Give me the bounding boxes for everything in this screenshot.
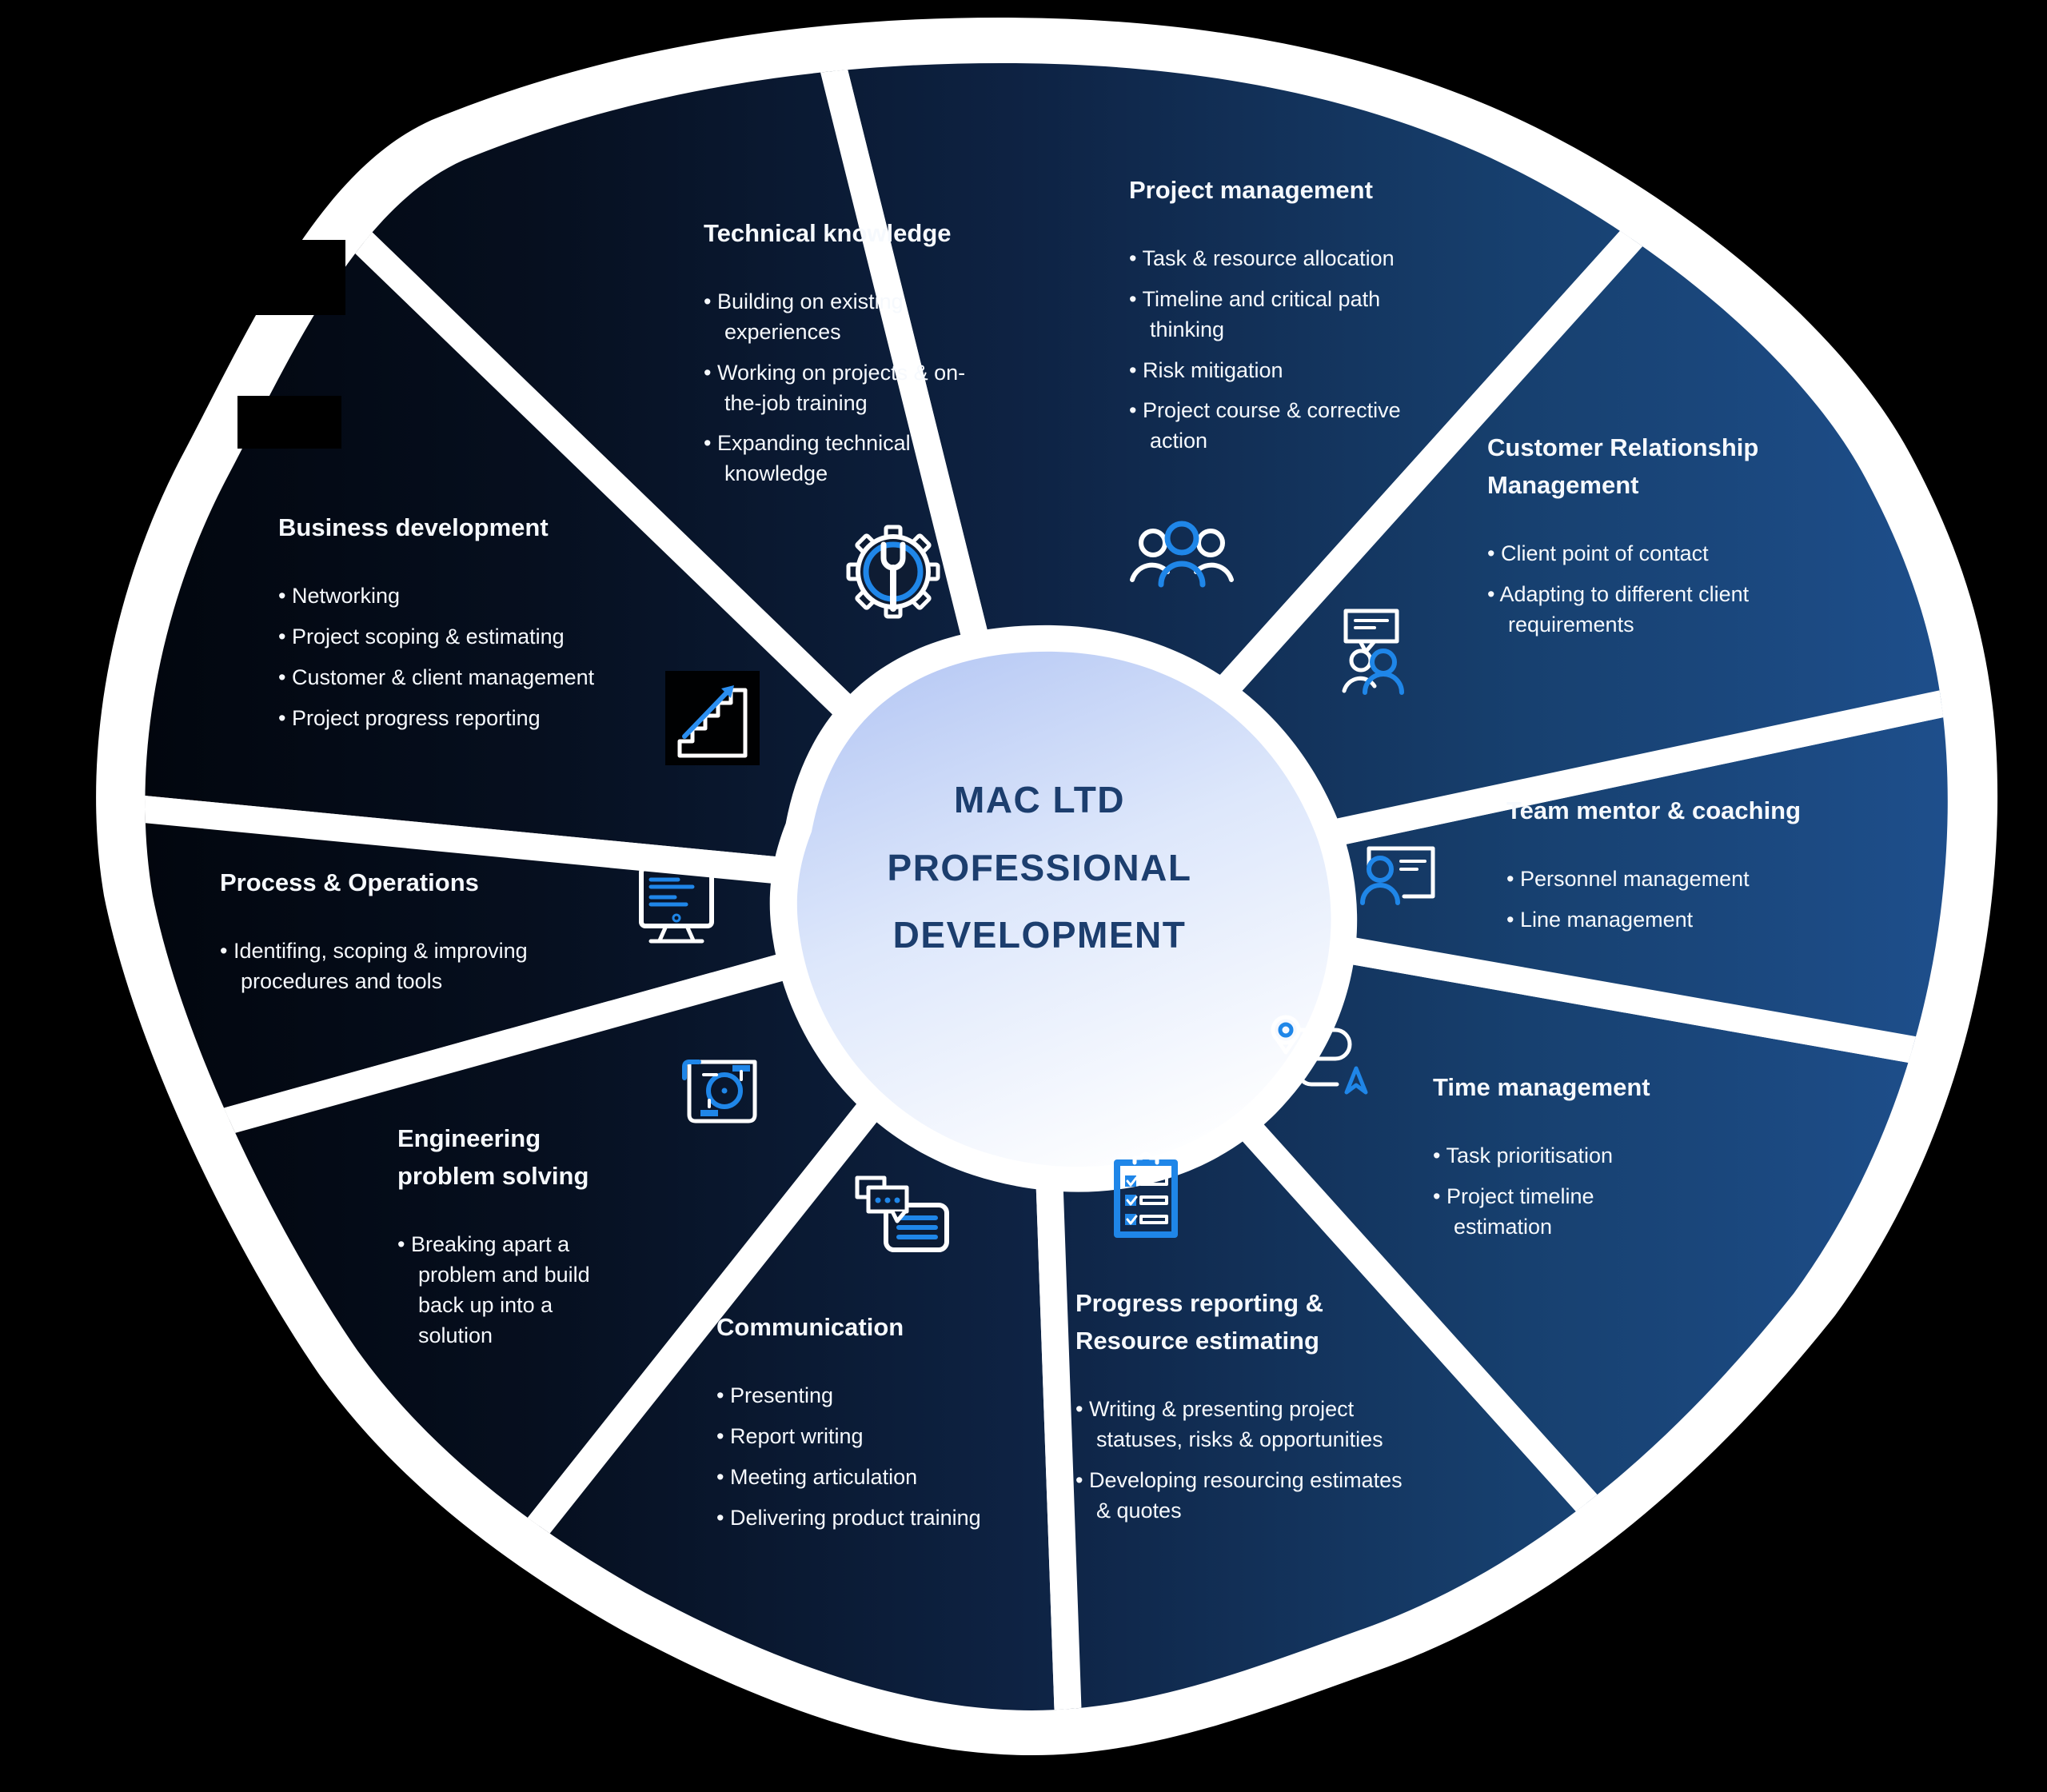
bullet-item: Breaking apart a problem and build back … [397, 1230, 625, 1351]
bullet-item: Presenting [716, 1381, 988, 1411]
bullet-item: Line management [1506, 905, 1922, 936]
bullet-item: Meeting articulation [716, 1463, 988, 1493]
bullet-item: Writing & presenting project statuses, r… [1075, 1395, 1419, 1455]
bullet-item: Report writing [716, 1422, 988, 1452]
route-pin-icon [1271, 1015, 1368, 1095]
monitor-code-icon [639, 866, 714, 944]
bullet-item: Project progress reporting [278, 704, 710, 734]
bullet-item: Task & resource allocation [1129, 244, 1417, 274]
bullet-item: Project course & corrective action [1129, 396, 1417, 457]
segment-communication: Communication Presenting Report writing … [716, 1308, 988, 1543]
redaction-patch [217, 240, 345, 315]
bullet-item: Networking [278, 581, 710, 612]
checklist-clipboard-icon [1114, 1151, 1178, 1238]
gear-wrench-icon [846, 525, 940, 619]
bullet-item: Delivering product training [716, 1503, 988, 1534]
presenter-board-icon [1360, 846, 1435, 905]
bullet-item: Adapting to different client requirement… [1487, 580, 1791, 641]
bullet-item: Client point of contact [1487, 539, 1791, 569]
bullet-item: Working on projects & on-the-job trainin… [704, 358, 968, 419]
segment-title: Time management [1433, 1073, 1650, 1101]
bullet-item: Identifing, scoping & improving procedur… [220, 936, 604, 997]
chat-bubbles-icon [855, 1175, 949, 1252]
segment-time-management: Time management Task prioritisation Proj… [1433, 1068, 1697, 1253]
bullet-item: Developing resourcing estimates & quotes [1075, 1466, 1419, 1527]
segment-team-mentor-coaching: Team mentor & coaching Personnel managem… [1506, 792, 1922, 946]
bullet-item: Risk mitigation [1129, 356, 1417, 386]
segment-title: Communication [716, 1313, 904, 1341]
chat-people-icon [1342, 609, 1404, 695]
bullet-item: Building on existing experiences [704, 287, 968, 348]
segment-title: Engineering problem solving [397, 1124, 589, 1191]
bullet-item: Personnel management [1506, 864, 1922, 895]
segment-business-development: Business development Networking Project … [278, 509, 710, 744]
segment-title: Technical knowledge [704, 219, 952, 247]
segment-title: Team mentor & coaching [1506, 796, 1802, 824]
segment-wedge-customer-relationship-management [1001, 62, 1948, 918]
segment-title: Process & Operations [220, 868, 479, 896]
segment-title: Business development [278, 513, 549, 541]
team-icon [1130, 521, 1234, 588]
bullet-item: Project scoping & estimating [278, 622, 710, 653]
segment-title: Customer Relationship Management [1487, 433, 1759, 500]
wheel-title: MAC LTD PROFESSIONAL DEVELOPMENT [887, 779, 1192, 956]
segment-technical-knowledge: Technical knowledge Building on existing… [704, 214, 968, 500]
bullet-item: Timeline and critical path thinking [1129, 285, 1417, 345]
segment-customer-relationship-management: Customer Relationship Management Client … [1487, 429, 1791, 651]
blueprint-icon [682, 1060, 757, 1123]
bullet-item: Task prioritisation [1433, 1141, 1697, 1171]
bullet-item: Project timeline estimation [1433, 1182, 1697, 1243]
segment-process-operations: Process & Operations Identifing, scoping… [220, 864, 604, 1008]
bullet-item: Customer & client management [278, 663, 710, 693]
segment-title: Progress reporting & Resource estimating [1075, 1289, 1324, 1355]
bullet-item: Expanding technical knowledge [704, 429, 968, 489]
redaction-patch [237, 396, 341, 449]
segment-project-management: Project management Task & resource alloc… [1129, 171, 1417, 467]
segment-progress-reporting: Progress reporting & Resource estimating… [1075, 1284, 1419, 1536]
segment-title: Project management [1129, 176, 1373, 204]
segment-engineering-problem-solving: Engineering problem solving Breaking apa… [397, 1120, 625, 1361]
